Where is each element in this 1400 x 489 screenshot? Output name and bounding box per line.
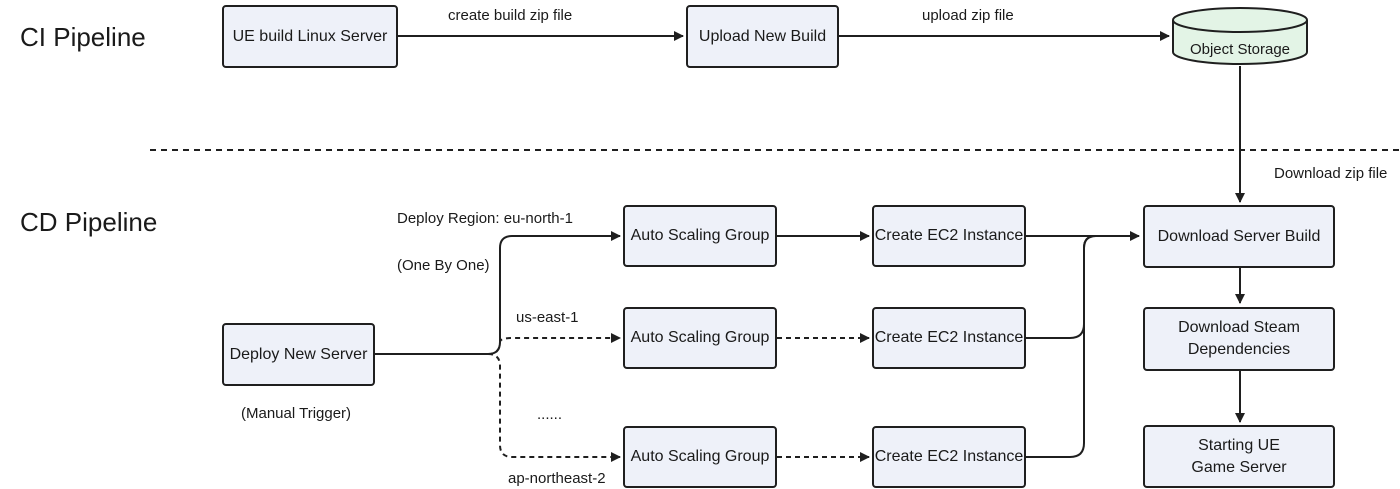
- arrow-deploy-to-asg-1: [375, 231, 621, 355]
- arrow-ec2-3-merge: [1026, 235, 1097, 458]
- ec2-1-label: Create EC2 Instance: [874, 227, 1024, 244]
- region-label-us-east-1: us-east-1: [516, 309, 579, 326]
- asg-node-3[interactable]: Auto Scaling Group: [623, 426, 777, 488]
- asg-node-2[interactable]: Auto Scaling Group: [623, 307, 777, 369]
- edge-label-create-zip: create build zip file: [448, 7, 573, 24]
- edge-label-download-zip: Download zip file: [1274, 165, 1388, 182]
- region-label-ap-northeast-2: ap-northeast-2: [508, 470, 606, 487]
- region-label-eu-north-1: Deploy Region: eu-north-1: [397, 210, 573, 227]
- upload-build-node[interactable]: Upload New Build: [686, 5, 839, 68]
- object-storage-label: Object Storage: [1189, 41, 1291, 58]
- download-server-build-node[interactable]: Download Server Build: [1143, 205, 1335, 268]
- ue-build-node[interactable]: UE build Linux Server: [222, 5, 398, 68]
- ec2-2-label: Create EC2 Instance: [874, 329, 1024, 346]
- asg-node-1[interactable]: Auto Scaling Group: [623, 205, 777, 267]
- asg-1-label: Auto Scaling Group: [630, 227, 770, 244]
- region-ellipsis: ......: [537, 406, 563, 423]
- download-steam-node[interactable]: Download Steam Dependencies: [1143, 307, 1335, 371]
- download-steam-label: Download Steam Dependencies: [1178, 319, 1300, 358]
- object-storage-cylinder: [1172, 7, 1308, 65]
- arrow-deploy-to-asg-2: [487, 333, 621, 355]
- deploy-new-server-node[interactable]: Deploy New Server: [222, 323, 375, 386]
- manual-trigger-label: (Manual Trigger): [241, 405, 352, 422]
- download-build-label: Download Server Build: [1157, 227, 1321, 245]
- arrow-ec2-2-merge: [1026, 235, 1097, 339]
- start-server-node[interactable]: Starting UE Game Server: [1143, 425, 1335, 488]
- ec2-node-2[interactable]: Create EC2 Instance: [872, 307, 1026, 369]
- upload-build-label: Upload New Build: [698, 27, 827, 45]
- edge-label-upload-zip: upload zip file: [922, 7, 1014, 24]
- ec2-node-1[interactable]: Create EC2 Instance: [872, 205, 1026, 267]
- ue-build-label: UE build Linux Server: [232, 27, 388, 45]
- ec2-node-3[interactable]: Create EC2 Instance: [872, 426, 1026, 488]
- ec2-3-label: Create EC2 Instance: [874, 448, 1024, 465]
- deploy-server-label: Deploy New Server: [229, 345, 368, 363]
- one-by-one-label: (One By One): [397, 257, 490, 274]
- ci-pipeline-title: CI Pipeline: [20, 22, 146, 52]
- cd-pipeline-title: CD Pipeline: [20, 207, 158, 237]
- start-server-label: Starting UE Game Server: [1191, 436, 1287, 476]
- asg-2-label: Auto Scaling Group: [630, 329, 770, 346]
- asg-3-label: Auto Scaling Group: [630, 448, 770, 465]
